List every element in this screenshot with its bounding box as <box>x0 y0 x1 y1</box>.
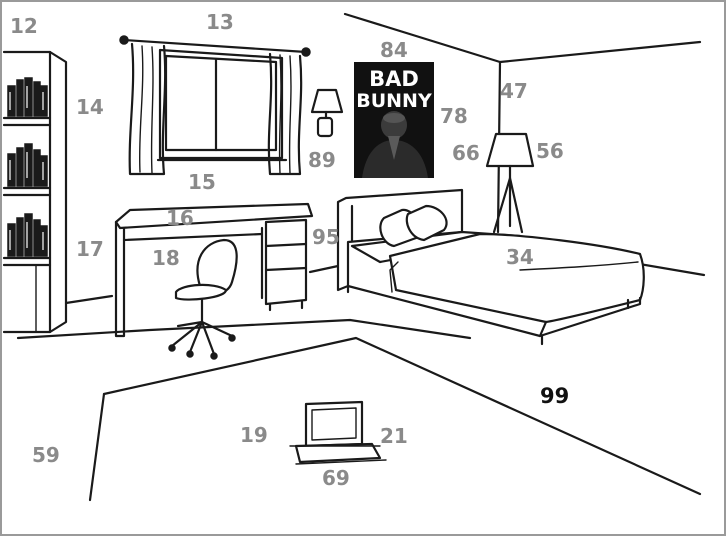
label-15: 15 <box>188 170 216 194</box>
window <box>119 35 311 176</box>
label-17: 17 <box>76 237 104 261</box>
label-14: 14 <box>76 95 104 119</box>
label-78: 78 <box>440 104 468 128</box>
label-18: 18 <box>152 246 180 270</box>
bookshelf <box>2 50 68 334</box>
label-21: 21 <box>380 424 408 448</box>
label-59: 59 <box>32 443 60 467</box>
label-95: 95 <box>312 225 340 249</box>
label-34: 34 <box>506 245 534 269</box>
desk <box>114 202 314 338</box>
floor-lamp <box>485 132 535 234</box>
label-13: 13 <box>206 10 234 34</box>
label-19: 19 <box>240 423 268 447</box>
label-69: 69 <box>322 466 350 490</box>
label-56: 56 <box>536 139 564 163</box>
bed <box>336 188 645 346</box>
label-66: 66 <box>452 141 480 165</box>
label-99: 99 <box>540 384 570 408</box>
desk-chair <box>168 238 238 360</box>
poster-title-line2: BUNNY <box>356 90 432 112</box>
label-84: 84 <box>380 38 408 62</box>
label-47: 47 <box>500 79 528 103</box>
rug <box>88 336 702 502</box>
poster-title-line1: BAD <box>369 67 419 91</box>
bad-bunny-poster: BAD BUNNY <box>354 62 434 178</box>
laptop <box>289 400 387 465</box>
label-16: 16 <box>166 206 194 230</box>
label-12: 12 <box>10 14 38 38</box>
label-89: 89 <box>308 148 336 172</box>
wall-lamp <box>310 88 344 138</box>
